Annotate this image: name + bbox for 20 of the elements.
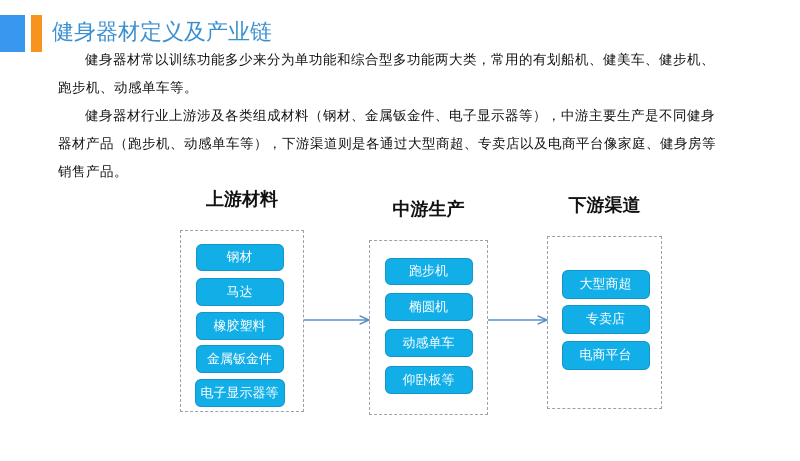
item-box: 专卖店 [562,304,650,334]
item-box: 跑步机 [384,258,472,284]
arrow [304,315,370,325]
item-box: 大型商超 [562,270,650,298]
item-box: 电子显示器等 [194,378,284,406]
item-box: 橡胶塑料 [196,312,284,340]
body-paragraph: 健身器材常以训练功能多少来分为单功能和综合型多功能两大类，常用的有划船机、健美车、健步机、跑步机、动感单车等。 [58,51,716,98]
column-heading: 中游生产 [392,198,464,221]
arrow [488,315,548,325]
item-box: 金属钣金件 [196,344,284,372]
item-box: 钢材 [196,244,284,270]
item-box: 电商平台 [562,340,650,370]
column-heading: 下游渠道 [568,194,640,217]
item-box: 椭圆机 [384,292,472,320]
item-box: 动感单车 [384,328,472,356]
column-heading: 上游材料 [206,188,278,211]
page-title: 健身器材定义及产业链 [52,19,272,47]
item-box: 仰卧板等 [384,366,472,394]
body-paragraph: 健身器材行业上游涉及各类组成材料（钢材、金属钣金件、电子显示器等），中游主要生产是不同健身器材产品（跑步机、动感单车等），下游渠道则是各通过大型商超、专卖店以及电商平台像家庭、健身房等销售产品。 [58,107,717,182]
item-box: 马达 [196,278,284,306]
